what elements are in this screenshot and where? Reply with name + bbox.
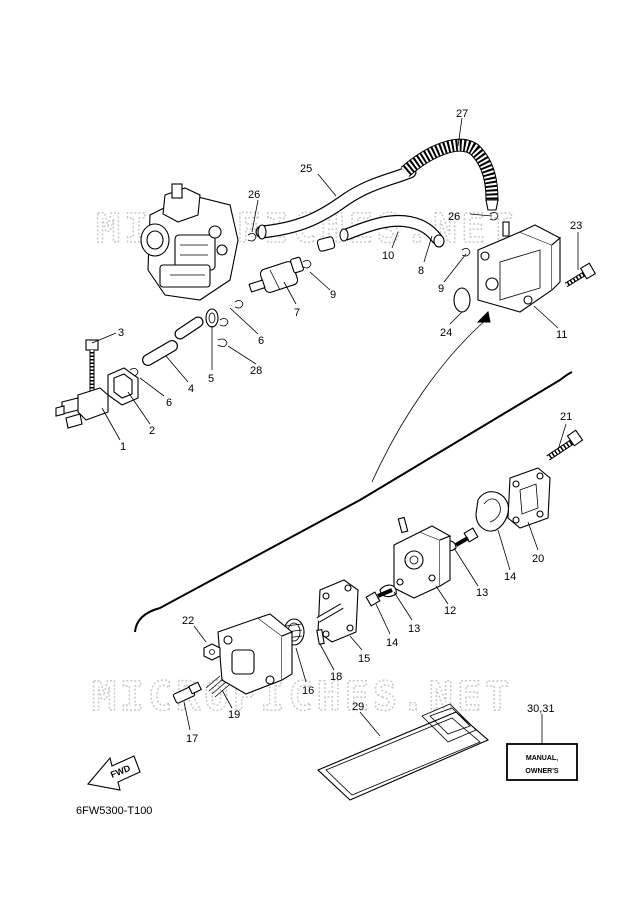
callout-14b: 14 (386, 637, 398, 649)
callout-22: 22 (182, 615, 194, 627)
callout-21: 21 (560, 411, 572, 423)
pump-cover-20 (507, 467, 551, 529)
callout-9a: 9 (330, 289, 336, 301)
owners-manual: MANUAL, OWNER'S (506, 743, 578, 781)
plunger-17 (172, 681, 202, 704)
callout-19: 19 (228, 709, 240, 721)
callout-29: 29 (352, 701, 364, 713)
bolt-21 (546, 429, 584, 461)
o-ring-24 (453, 287, 471, 313)
fuel-connector-1 (55, 387, 109, 429)
callout-20: 20 (532, 553, 544, 565)
carburetor-assembly (140, 183, 239, 301)
callout-4: 4 (188, 383, 194, 395)
pump-body-12 (393, 516, 452, 599)
callout-24: 24 (440, 327, 452, 339)
diaphragm-plate-15 (316, 579, 359, 643)
leader-lines (91, 117, 579, 744)
callout-10: 10 (382, 250, 394, 262)
diaphragm (475, 491, 509, 532)
bolt-23 (564, 262, 597, 288)
callout-30-31: 30,31 (527, 703, 555, 715)
fuel-hose-4 (142, 316, 204, 366)
callout-23: 23 (570, 220, 582, 232)
callout-17: 17 (186, 733, 198, 745)
callout-1: 1 (120, 441, 126, 453)
callout-28: 28 (250, 365, 262, 377)
hose-joint (316, 236, 336, 252)
screw-14a (454, 527, 479, 547)
watermark-bottom: MICROFICHES.NET (92, 674, 513, 720)
callout-25: 25 (300, 163, 312, 175)
exploded-view-bracket (134, 371, 573, 633)
callout-12: 12 (444, 605, 456, 617)
manual-label-line1: MANUAL, (526, 755, 558, 762)
nut-22 (203, 643, 221, 661)
pump-base (217, 613, 294, 695)
callout-16: 16 (302, 685, 314, 697)
callouts: 1 2 3 4 5 6 6 7 8 9 9 10 11 12 13 13 14 … (118, 108, 582, 745)
bolt-3 (85, 339, 99, 392)
spring-19 (205, 675, 230, 698)
callout-27: 27 (456, 108, 468, 120)
callout-18: 18 (330, 671, 342, 683)
fuel-hose-25 (255, 165, 417, 240)
fuel-pump-11 (477, 221, 561, 313)
fuel-hose-10 (339, 214, 445, 248)
callout-15: 15 (358, 653, 370, 665)
tool-bag-29 (317, 703, 490, 801)
callout-26a: 26 (248, 189, 260, 201)
callout-13b: 13 (408, 623, 420, 635)
screw-14b (365, 588, 393, 607)
callout-7: 7 (294, 307, 300, 319)
callout-11: 11 (556, 329, 567, 341)
callout-14a: 14 (504, 571, 516, 583)
callout-13a: 13 (476, 587, 488, 599)
callout-6b: 6 (258, 335, 264, 347)
callout-5: 5 (208, 373, 214, 385)
fwd-arrow: FWD (86, 755, 141, 791)
pin-18 (316, 628, 325, 645)
callout-3: 3 (118, 327, 124, 339)
callout-6a: 6 (166, 397, 172, 409)
callout-26b: 26 (448, 211, 460, 223)
clamp-5 (205, 308, 219, 328)
callout-9b: 9 (438, 283, 444, 295)
fuel-filter-7 (248, 256, 304, 293)
corrugated-hose-27 (400, 138, 499, 211)
spring-16 (283, 618, 305, 646)
diagram-code: 6FW5300-T100 (76, 805, 152, 817)
manual-label-line2: OWNER'S (525, 768, 558, 775)
callout-2: 2 (149, 425, 155, 437)
callout-8: 8 (418, 265, 424, 277)
